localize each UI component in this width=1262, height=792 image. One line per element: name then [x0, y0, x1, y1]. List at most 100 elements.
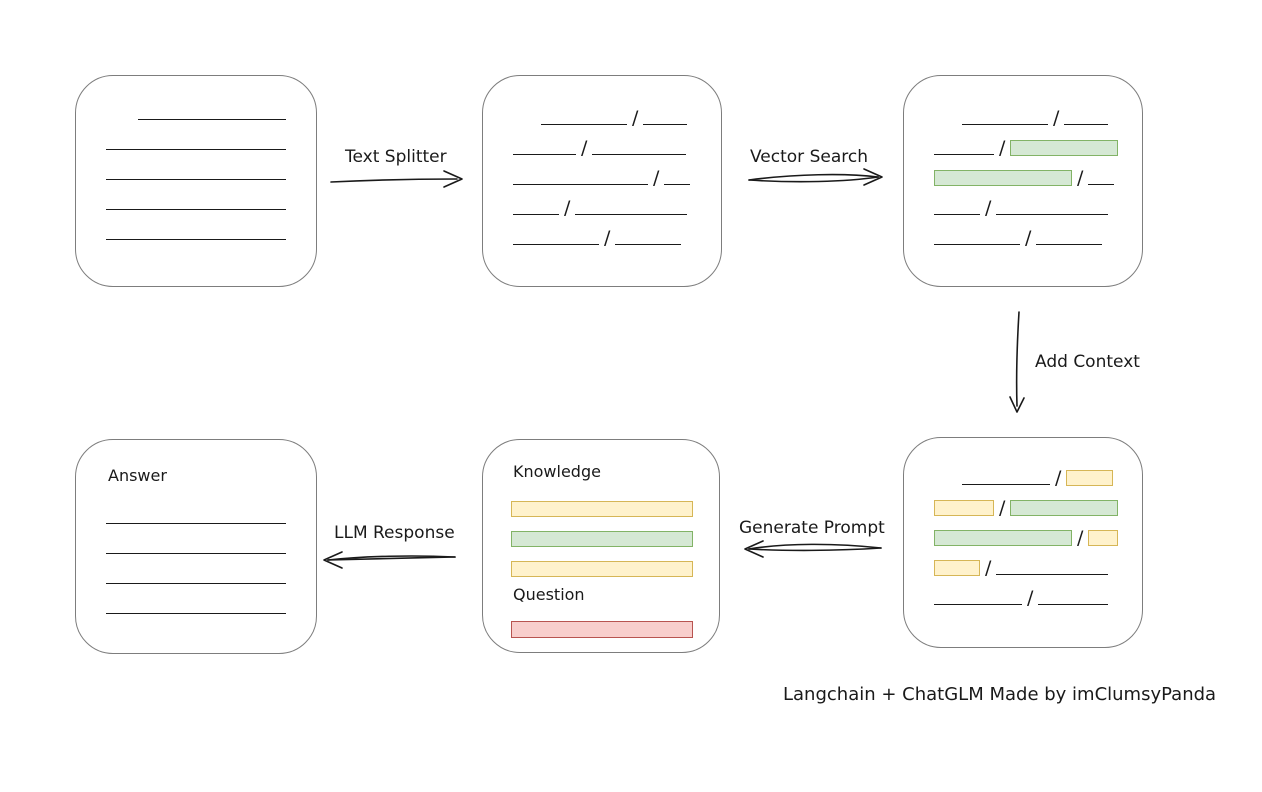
context-chunks-box: / / / / /	[903, 437, 1143, 648]
generate-prompt-arrow	[744, 540, 882, 558]
text-line	[934, 244, 1020, 245]
llm-response-label: LLM Response	[334, 523, 455, 543]
slash-separator: /	[1053, 107, 1060, 129]
text-line	[106, 209, 286, 210]
sketch-row: /	[934, 96, 1114, 129]
sketch-row	[106, 585, 287, 615]
sketch-row	[106, 491, 287, 525]
slash-separator: /	[985, 197, 992, 219]
sketch-row	[106, 181, 287, 211]
slash-separator: /	[653, 167, 660, 189]
text-line	[996, 574, 1109, 575]
text-line	[106, 553, 286, 554]
sketch-row	[511, 610, 693, 638]
sketch-row: /	[934, 576, 1114, 609]
text-line	[592, 154, 687, 155]
text-line	[996, 214, 1109, 215]
green-chunk	[934, 170, 1072, 186]
text-line	[106, 583, 286, 584]
slash-separator: /	[1027, 587, 1034, 609]
slash-separator: /	[985, 557, 992, 579]
box-label: Question	[513, 585, 585, 604]
slash-separator: /	[1055, 467, 1062, 489]
add-context-arrow	[1009, 311, 1025, 413]
yellow-chunk	[511, 561, 693, 577]
llm-response-arrow	[323, 551, 456, 569]
slash-separator: /	[1025, 227, 1032, 249]
green-chunk	[1010, 140, 1119, 156]
text-line	[106, 613, 286, 614]
sketch-row	[106, 525, 287, 555]
text-line	[664, 184, 691, 185]
sketch-row: /	[934, 546, 1114, 579]
box-label: Answer	[108, 466, 167, 485]
yellow-chunk	[934, 560, 980, 576]
text-line	[962, 484, 1050, 485]
text-line	[1064, 124, 1109, 125]
text-line	[513, 214, 559, 215]
text-line	[615, 244, 682, 245]
sketch-row: /	[513, 96, 693, 128]
sketch-row: /	[934, 456, 1114, 489]
credit-caption: Langchain + ChatGLM Made by imClumsyPand…	[783, 684, 1217, 705]
text-line	[962, 124, 1048, 125]
answer-box: Answer	[75, 439, 317, 654]
text-line	[643, 124, 688, 125]
sketch-row	[106, 121, 287, 151]
sketch-row	[511, 487, 693, 517]
text-line	[1036, 244, 1103, 245]
green-chunk	[934, 530, 1072, 546]
sketch-row	[511, 517, 693, 547]
text-line	[934, 154, 994, 155]
yellow-chunk	[1088, 530, 1119, 546]
sketch-row	[106, 91, 287, 121]
text-splitter-arrow	[330, 170, 463, 188]
yellow-chunk	[934, 500, 994, 516]
generate-prompt-label: Generate Prompt	[739, 518, 885, 538]
box-label: Knowledge	[513, 462, 601, 481]
split-chunks-box: / / / / /	[482, 75, 722, 287]
sketch-row: /	[934, 216, 1114, 249]
text-line	[106, 149, 286, 150]
text-splitter-label: Text Splitter	[345, 147, 447, 167]
sketch-row: /	[513, 216, 693, 249]
text-line	[106, 523, 286, 524]
sketch-row: /	[934, 126, 1119, 159]
slash-separator: /	[1077, 527, 1084, 549]
vector-search-label: Vector Search	[750, 147, 868, 167]
text-line	[1038, 604, 1109, 605]
text-line	[541, 124, 627, 125]
sketch-row: /	[934, 156, 1115, 189]
red-chunk	[511, 621, 693, 638]
retrieved-chunks-box: / / / / /	[903, 75, 1143, 287]
slash-separator: /	[604, 227, 611, 249]
green-chunk	[1010, 500, 1119, 516]
slash-separator: /	[564, 197, 571, 219]
add-context-label: Add Context	[1035, 352, 1140, 372]
text-line	[106, 239, 286, 240]
sketch-row	[106, 211, 287, 241]
sketch-row	[511, 547, 693, 577]
sketch-row: /	[934, 516, 1119, 549]
green-chunk	[511, 531, 693, 547]
sketch-row: /	[513, 156, 693, 189]
text-line	[513, 154, 576, 155]
sketch-row: /	[934, 186, 1114, 219]
sketch-row: /	[513, 126, 693, 159]
sketch-row: /	[934, 486, 1119, 519]
vector-search-arrow	[748, 168, 883, 186]
text-line	[106, 179, 286, 180]
text-line	[513, 184, 648, 185]
sketch-row	[106, 151, 287, 181]
slash-separator: /	[581, 137, 588, 159]
yellow-chunk	[511, 501, 693, 517]
sketch-row	[106, 555, 287, 585]
slash-separator: /	[999, 497, 1006, 519]
sketch-row: /	[513, 186, 693, 219]
text-line	[575, 214, 688, 215]
document-box	[75, 75, 317, 287]
slash-separator: /	[1077, 167, 1084, 189]
slash-separator: /	[999, 137, 1006, 159]
text-line	[1088, 184, 1115, 185]
